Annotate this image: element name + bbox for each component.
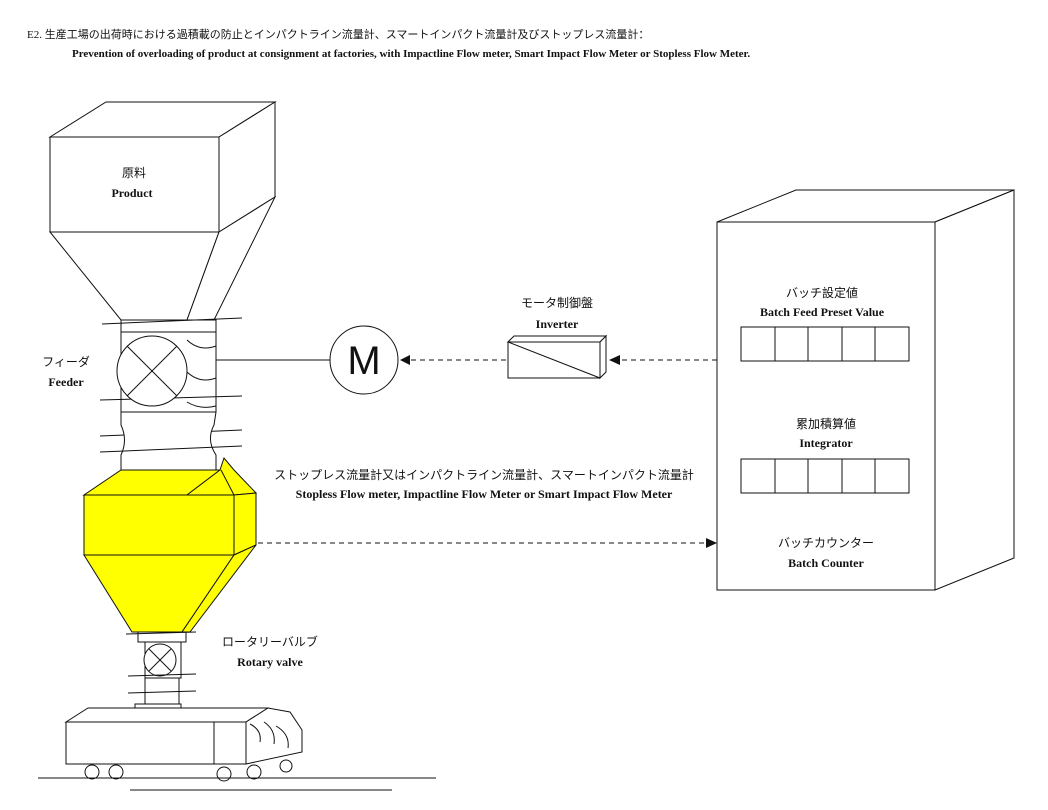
flowmeter-body	[82, 456, 258, 633]
control-panel-cabinet	[716, 189, 1015, 591]
signal-panel-to-inverter	[609, 355, 717, 365]
counter-label-en: Batch Counter	[788, 556, 864, 570]
feeder-label-en: Feeder	[48, 375, 84, 389]
inverter-box	[506, 334, 608, 380]
integrator-label-jp: 累加積算値	[796, 416, 856, 431]
signal-flowmeter-to-panel	[258, 538, 717, 548]
signal-inverter-to-motor	[400, 355, 506, 365]
motor-symbol: M	[347, 339, 380, 383]
rotary-valve-label-jp: ロータリーバルブ	[222, 634, 318, 649]
rotary-valve-label-en: Rotary valve	[237, 655, 303, 669]
product-hopper	[48, 101, 277, 321]
header-title-jp: E2. 生産工場の出荷時における過積載の防止とインパクトライン流量計、スマートイ…	[27, 29, 650, 41]
product-label-jp: 原料	[122, 166, 146, 180]
inverter-label-en: Inverter	[536, 317, 579, 331]
motor-icon	[329, 325, 399, 395]
feeder-valve-icon	[116, 335, 188, 407]
truck-icon	[64, 707, 303, 782]
integrator-display	[740, 458, 910, 494]
preset-label-en: Batch Feed Preset Value	[760, 305, 885, 319]
flowmeter-label-en: Stopless Flow meter, Impactline Flow Met…	[296, 487, 673, 501]
integrator-label-en: Integrator	[799, 436, 853, 450]
feeder-label-jp: フィーダ	[42, 354, 90, 369]
counter-label-jp: バッチカウンター	[778, 536, 874, 550]
flowmeter-label-jp: ストップレス流量計又はインパクトライン流量計、スマートインパクト流量計	[274, 467, 694, 482]
rotary-valve-body	[125, 631, 197, 719]
inverter-label-jp: モータ制御盤	[521, 295, 593, 310]
preset-display	[740, 326, 910, 362]
product-label-en: Product	[111, 186, 152, 200]
preset-label-jp: バッチ設定値	[786, 285, 858, 300]
header-title-en: Prevention of overloading of product at …	[72, 48, 751, 60]
